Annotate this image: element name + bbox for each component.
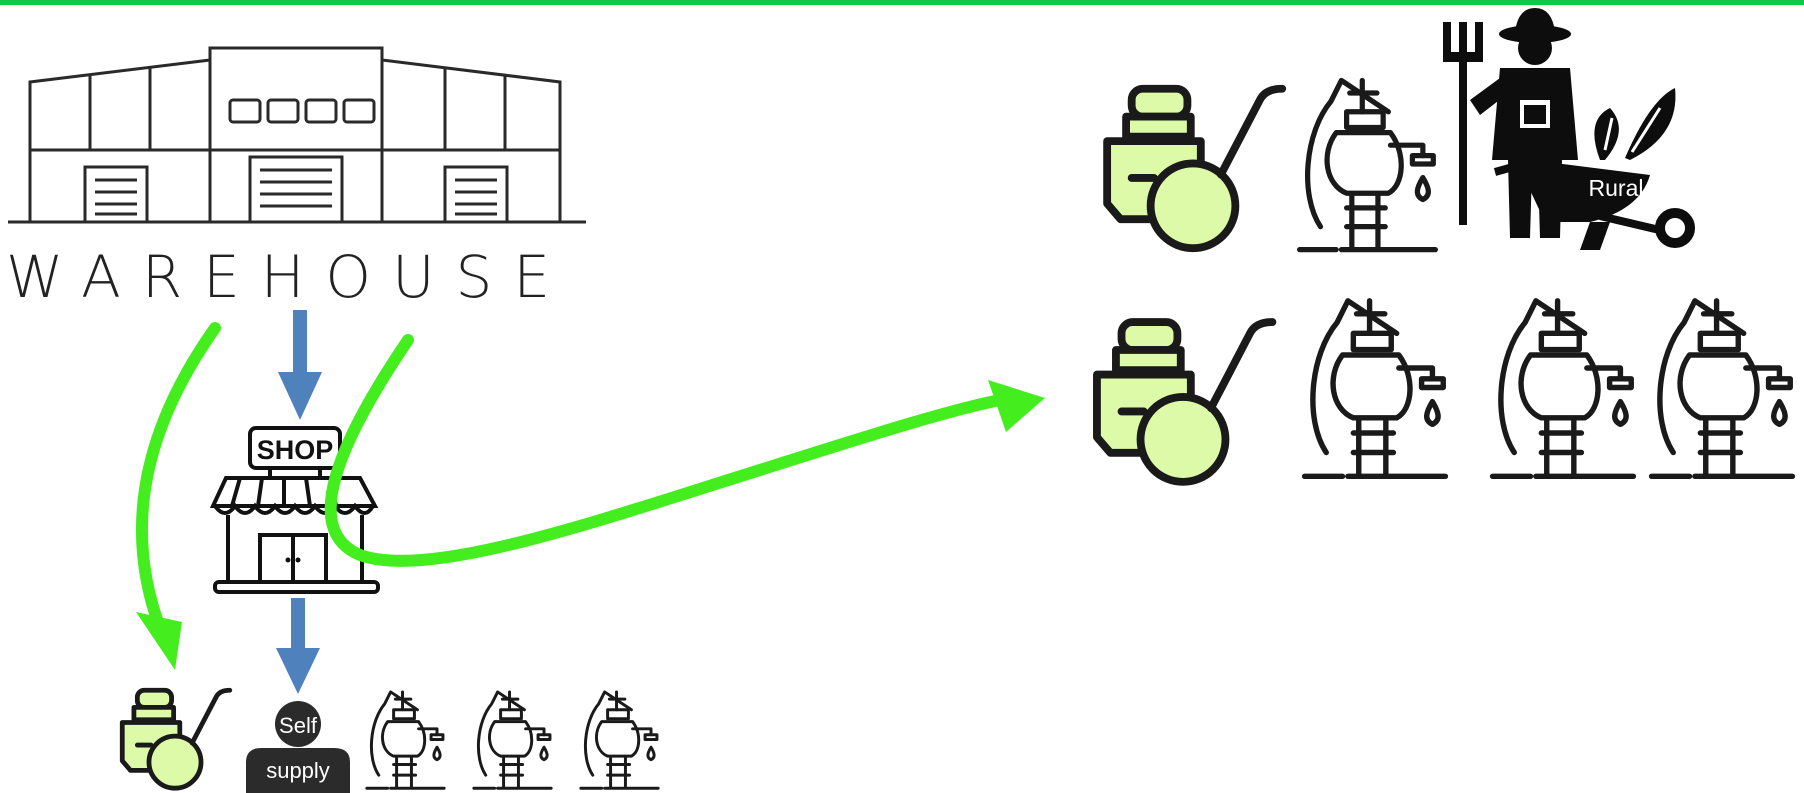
- sprayer-icon: [1107, 89, 1282, 248]
- sprayer-icon: [122, 690, 230, 788]
- sprayer-icon: [1097, 322, 1272, 482]
- shop-icon: SHOP: [213, 428, 378, 592]
- hand-pump-icon: [1305, 301, 1446, 476]
- hand-pump-icon: [474, 692, 551, 788]
- rural-label: Rural: [1589, 175, 1644, 201]
- self-supply-line2: supply: [266, 758, 330, 783]
- shop-label: SHOP: [257, 435, 334, 465]
- warehouse-to-shop-arrow: [278, 310, 322, 420]
- self-supply-badge: Self supply: [246, 701, 350, 793]
- warehouse-to-rural-arrow: [331, 340, 1000, 561]
- warehouse-to-bottom-arrowhead: [136, 612, 182, 670]
- hand-pump-icon: [1300, 80, 1436, 249]
- hand-pump-icon: [581, 692, 658, 788]
- warehouse-icon: [8, 48, 586, 222]
- hand-pump-icon: [1493, 301, 1634, 476]
- self-supply-line1: Self: [279, 713, 318, 738]
- hand-pump-icon: [1652, 301, 1793, 476]
- warehouse-to-bottom-arrow: [142, 328, 215, 628]
- hand-pump-icon: [367, 692, 444, 788]
- farmer-icon: Rural: [1443, 8, 1690, 250]
- shop-to-self-supply-arrow: [276, 598, 320, 694]
